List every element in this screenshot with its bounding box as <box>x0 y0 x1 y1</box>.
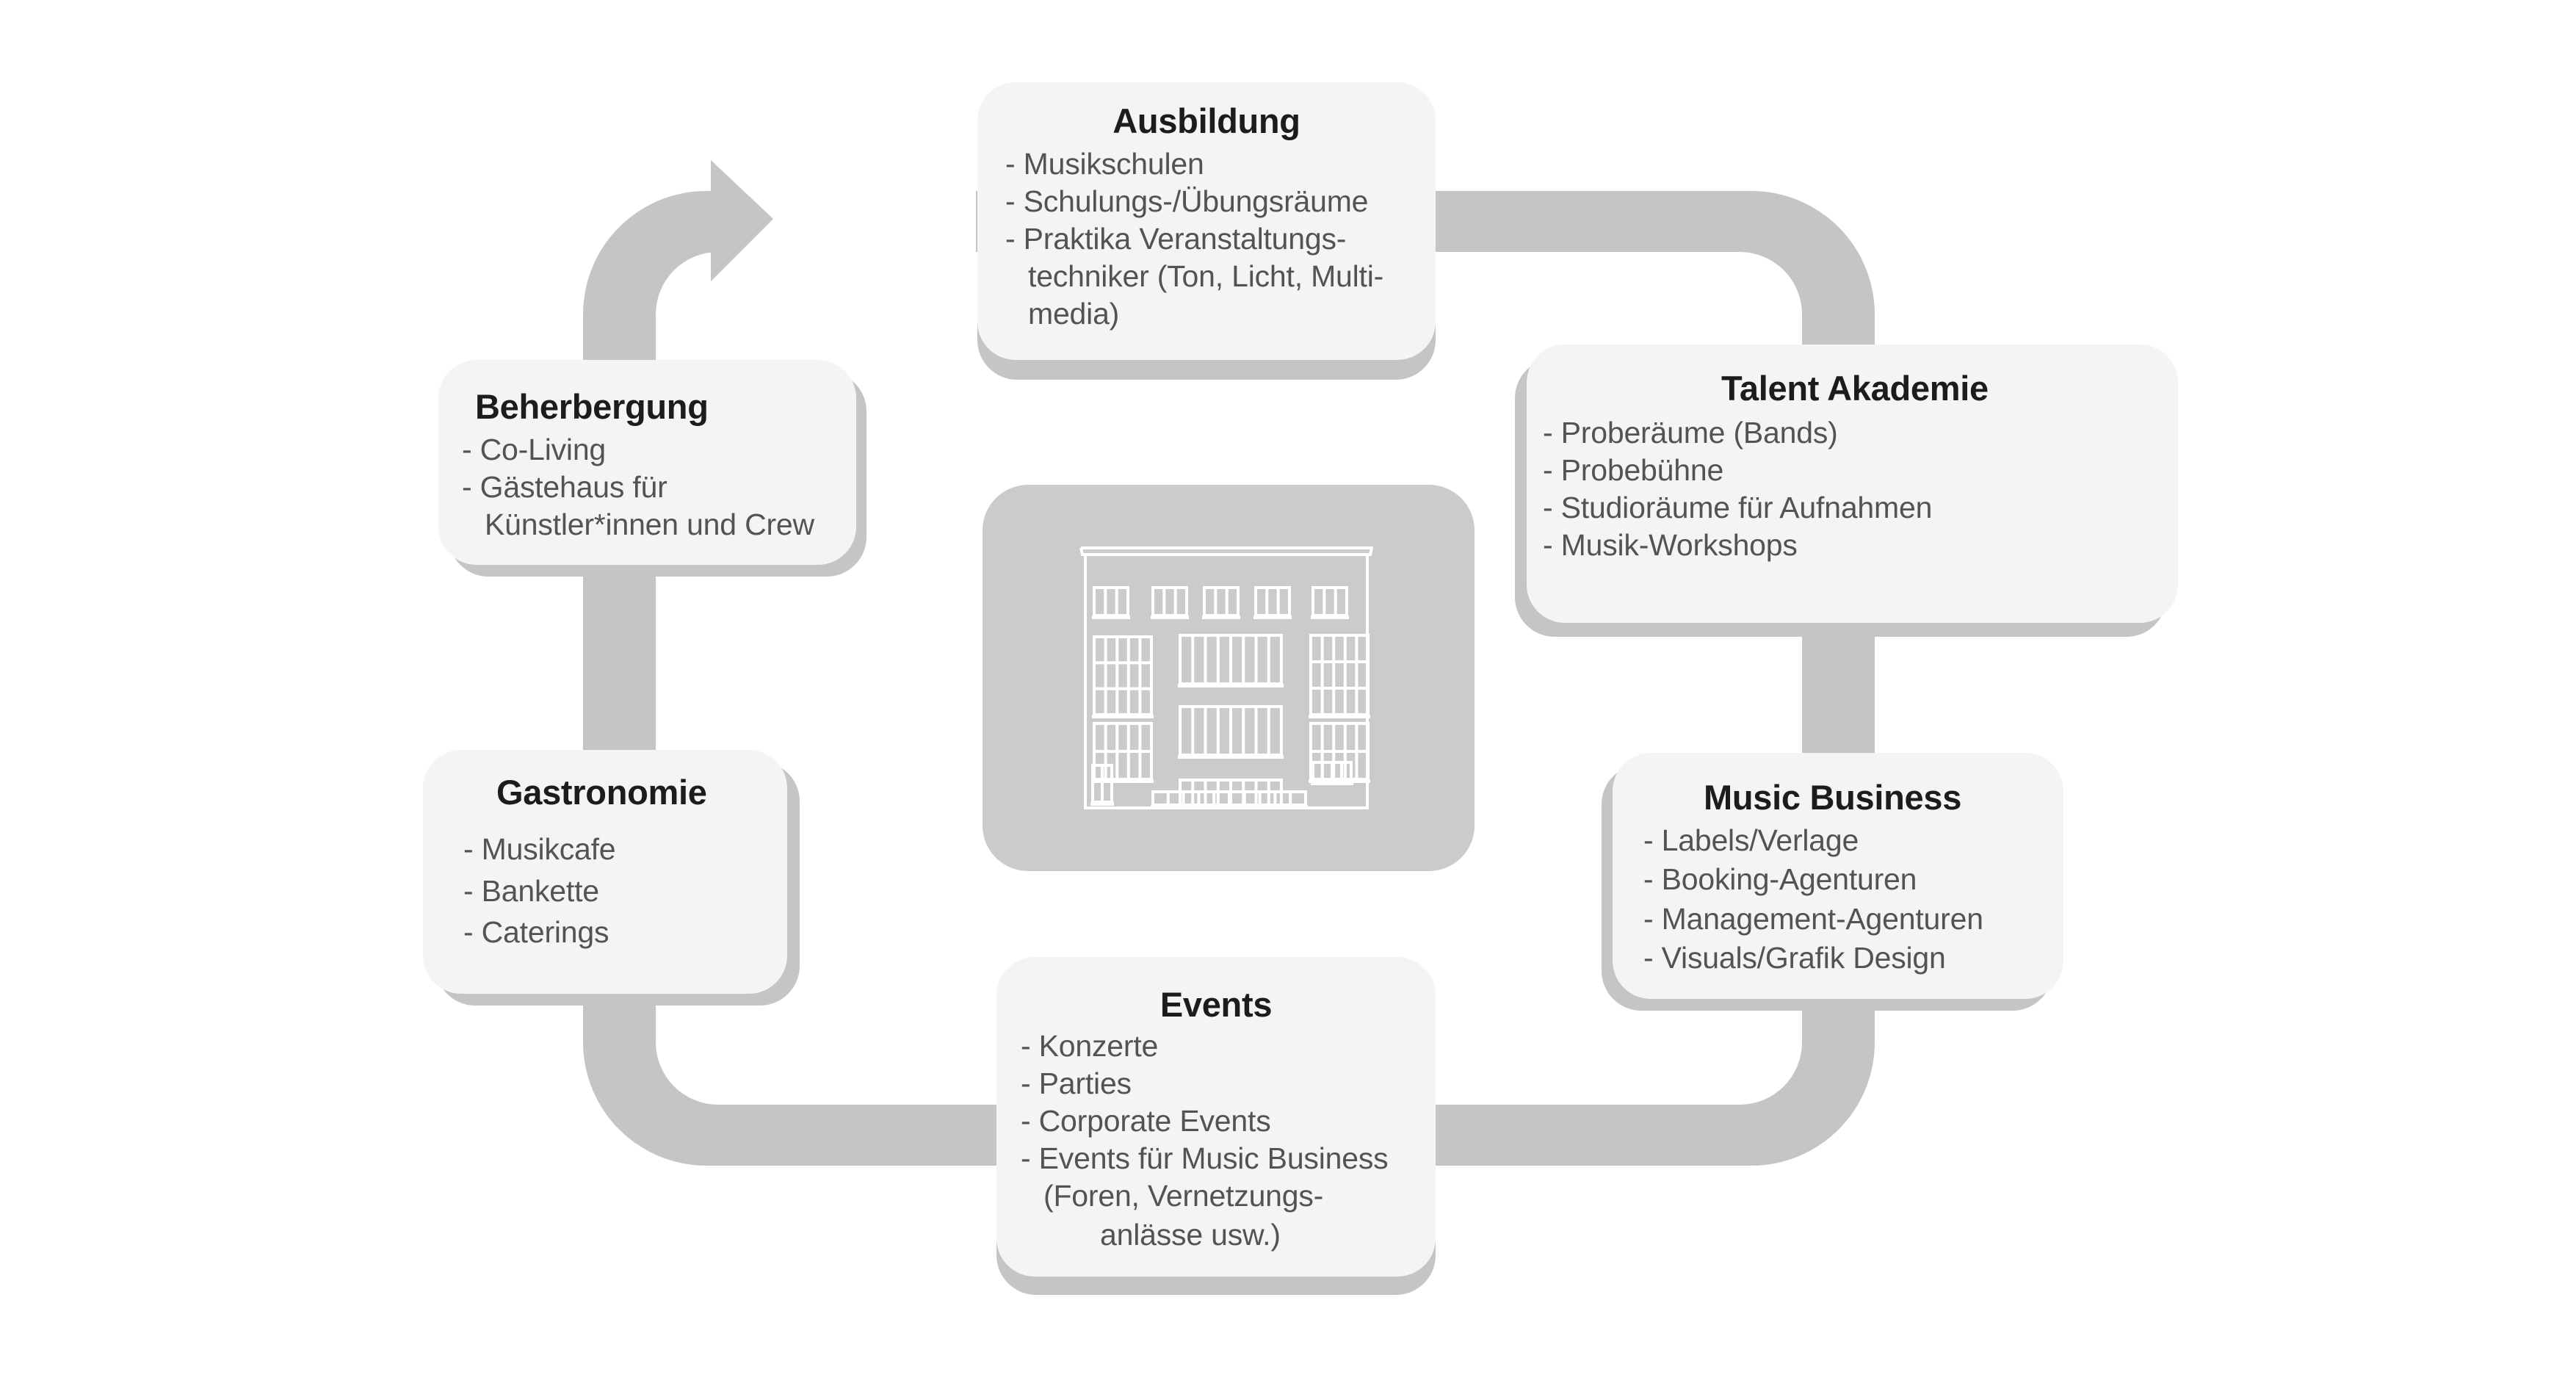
list-item: - Parties <box>1021 1066 1132 1100</box>
beherbergung-card: Beherbergung - Co-Living - Gästehaus für… <box>438 360 856 565</box>
list-item: media) <box>1028 297 1120 331</box>
building-window <box>1309 634 1370 718</box>
building-window <box>1092 635 1154 718</box>
building-window <box>1309 722 1370 783</box>
list-item: (Foren, Vernetzungs- <box>1043 1179 1324 1213</box>
curved-arrow-right-icon <box>711 160 773 281</box>
list-item: - Management-Agenturen <box>1643 902 1983 936</box>
list-item: - Musik-Workshops <box>1543 528 1798 562</box>
talent-akademie-card: Talent Akademie - Proberäume (Bands) - P… <box>1527 344 2178 623</box>
list-item: - Musikcafe <box>463 832 616 866</box>
card-title: Events <box>1159 985 1273 1024</box>
list-item: - Labels/Verlage <box>1643 823 1859 857</box>
building-window <box>1092 586 1130 619</box>
building-window <box>1090 764 1114 806</box>
list-item: - Gästehaus für <box>462 470 667 504</box>
card-title: Music Business <box>1704 778 1962 817</box>
events-card: Events - Konzerte - Parties - Corporate … <box>996 957 1436 1277</box>
building-window <box>1151 790 1308 809</box>
building-icon <box>1079 546 1373 809</box>
list-item: Künstler*innen und Crew <box>485 508 814 541</box>
building-window <box>1202 586 1240 619</box>
list-item: - Studioräume für Aufnahmen <box>1543 491 1933 524</box>
card-title: Beherbergung <box>475 387 709 426</box>
list-item: - Proberäume (Bands) <box>1543 416 1838 450</box>
list-item: - Booking-Agenturen <box>1643 862 1917 896</box>
building-window <box>1092 722 1154 783</box>
list-item: - Co-Living <box>462 433 607 466</box>
building-window <box>1178 705 1284 759</box>
list-item: - Probebühne <box>1543 453 1724 487</box>
building-window <box>1311 586 1349 619</box>
list-item: - Corporate Events <box>1021 1104 1271 1138</box>
list-item: - Konzerte <box>1021 1029 1159 1063</box>
list-item: - Praktika Veranstaltungs- <box>1005 222 1347 256</box>
building-window <box>1151 586 1189 619</box>
building-window <box>1178 634 1284 687</box>
building-window <box>1311 761 1353 785</box>
list-item: - Schulungs-/Übungsräume <box>1005 184 1369 218</box>
music-business-card: Music Business - Labels/Verlage - Bookin… <box>1613 753 2063 999</box>
list-item: - Events für Music Business <box>1021 1141 1389 1175</box>
card-title: Gastronomie <box>496 773 707 812</box>
card-title: Ausbildung <box>1112 101 1300 140</box>
list-item: techniker (Ton, Licht, Multi- <box>1028 259 1384 293</box>
list-item: - Visuals/Grafik Design <box>1643 941 1946 975</box>
card-title: Talent Akademie <box>1721 369 1989 408</box>
ausbildung-card: Ausbildung - Musikschulen - Schulungs-/Ü… <box>977 82 1436 360</box>
list-item: - Caterings <box>463 915 609 949</box>
list-item: - Bankette <box>463 874 599 908</box>
gastronomie-card: Gastronomie - Musikcafe - Bankette - Cat… <box>423 750 787 994</box>
list-item: anlässe usw.) <box>1100 1218 1281 1252</box>
building-window <box>1253 586 1292 619</box>
list-item: - Musikschulen <box>1005 147 1204 181</box>
